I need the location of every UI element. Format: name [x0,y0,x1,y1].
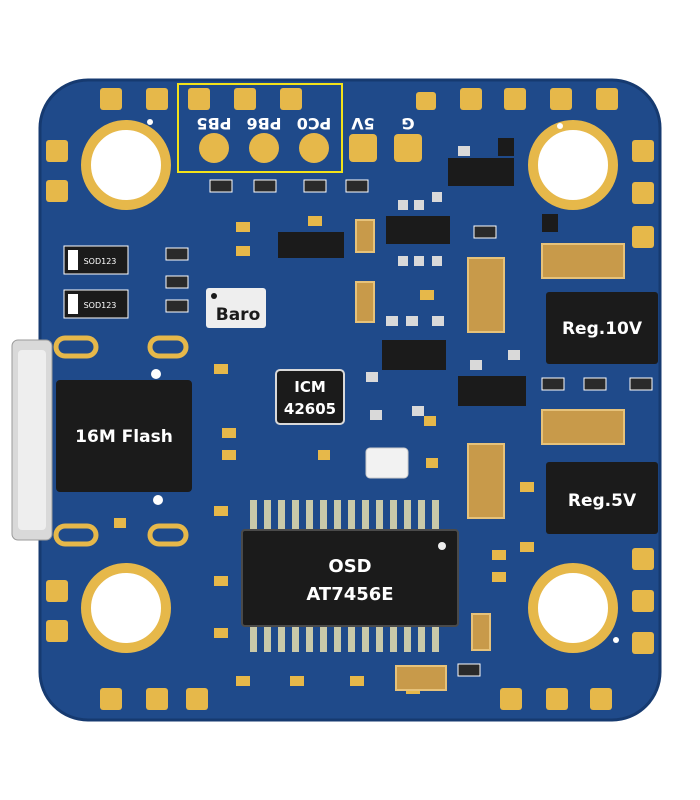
baro-pin1-dot [211,293,217,299]
gnd-pad [394,134,422,162]
pin-label-5v: 5V [351,114,375,133]
imu-chip [275,369,345,425]
crystal [365,447,409,479]
flash-label: 16M Flash [75,427,173,447]
vias [147,119,619,643]
baro-label: Baro [216,305,261,325]
usb-oval-pads [53,335,189,547]
diode-2-label: SOD123 [84,301,117,310]
diode-2: SOD123 [63,289,129,319]
regulator-5v [546,462,658,534]
passive-components [114,146,653,694]
regulator-10v-label: Reg.10V [562,319,643,339]
diode-1: SOD123 [63,245,129,275]
pb5-pad [199,133,229,163]
imu-label-line1: ICM [294,378,326,396]
pin-label-pb5: PB5 [196,114,231,133]
pb6-pad [249,133,279,163]
pin-label-pb6: PB6 [246,114,281,133]
mounting-hole-top-left [81,120,171,210]
pin-highlight-box [177,83,343,173]
baro-chip [206,288,266,328]
osd-chip [241,529,459,627]
osd-label-line1: OSD [328,556,371,577]
mounting-hole-top-right [528,120,618,210]
mounting-hole-bottom-left [81,563,171,653]
left-edge-pads [46,140,68,642]
top-edge-pads [100,88,618,110]
regulator-5v-label: Reg.5V [568,491,637,511]
osd-pin1-dot [438,542,446,550]
usb-connector-inner [18,350,46,530]
osd-label-line2: AT7456E [306,584,393,605]
right-edge-pads [632,140,654,654]
pin-label-gnd: G [401,114,414,133]
osd-pins-bottom [250,620,439,652]
osd-pins-top [250,500,439,536]
capacitors [355,219,625,691]
pin-label-pc0: PC0 [297,114,332,133]
5v-pad [349,134,377,162]
diode-1-label: SOD123 [84,257,117,266]
regulator-10v [546,292,658,364]
imu-label-line2: 42605 [284,400,336,418]
mounting-hole-bottom-right [528,563,618,653]
flash-chip [56,380,192,492]
bottom-edge-pads [100,688,612,710]
pc0-pad [299,133,329,163]
small-ics [278,138,558,406]
